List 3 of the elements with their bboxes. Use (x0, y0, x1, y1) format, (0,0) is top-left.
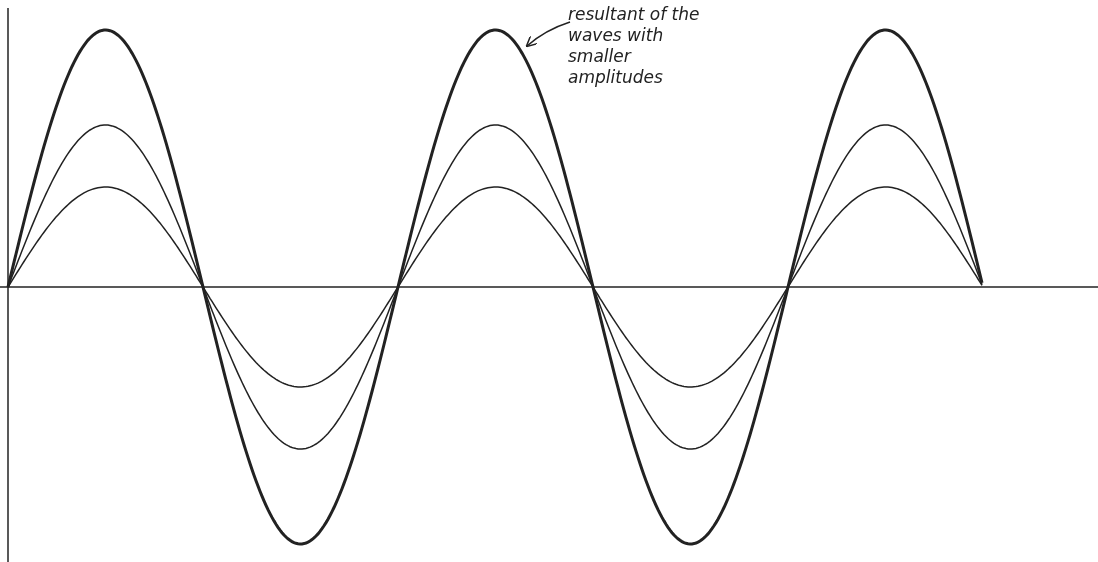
annotation-text: resultant of the waves with smaller amplitudes (568, 4, 718, 88)
resultant-wave-curve (6, 28, 984, 546)
leader-line (525, 21, 571, 48)
